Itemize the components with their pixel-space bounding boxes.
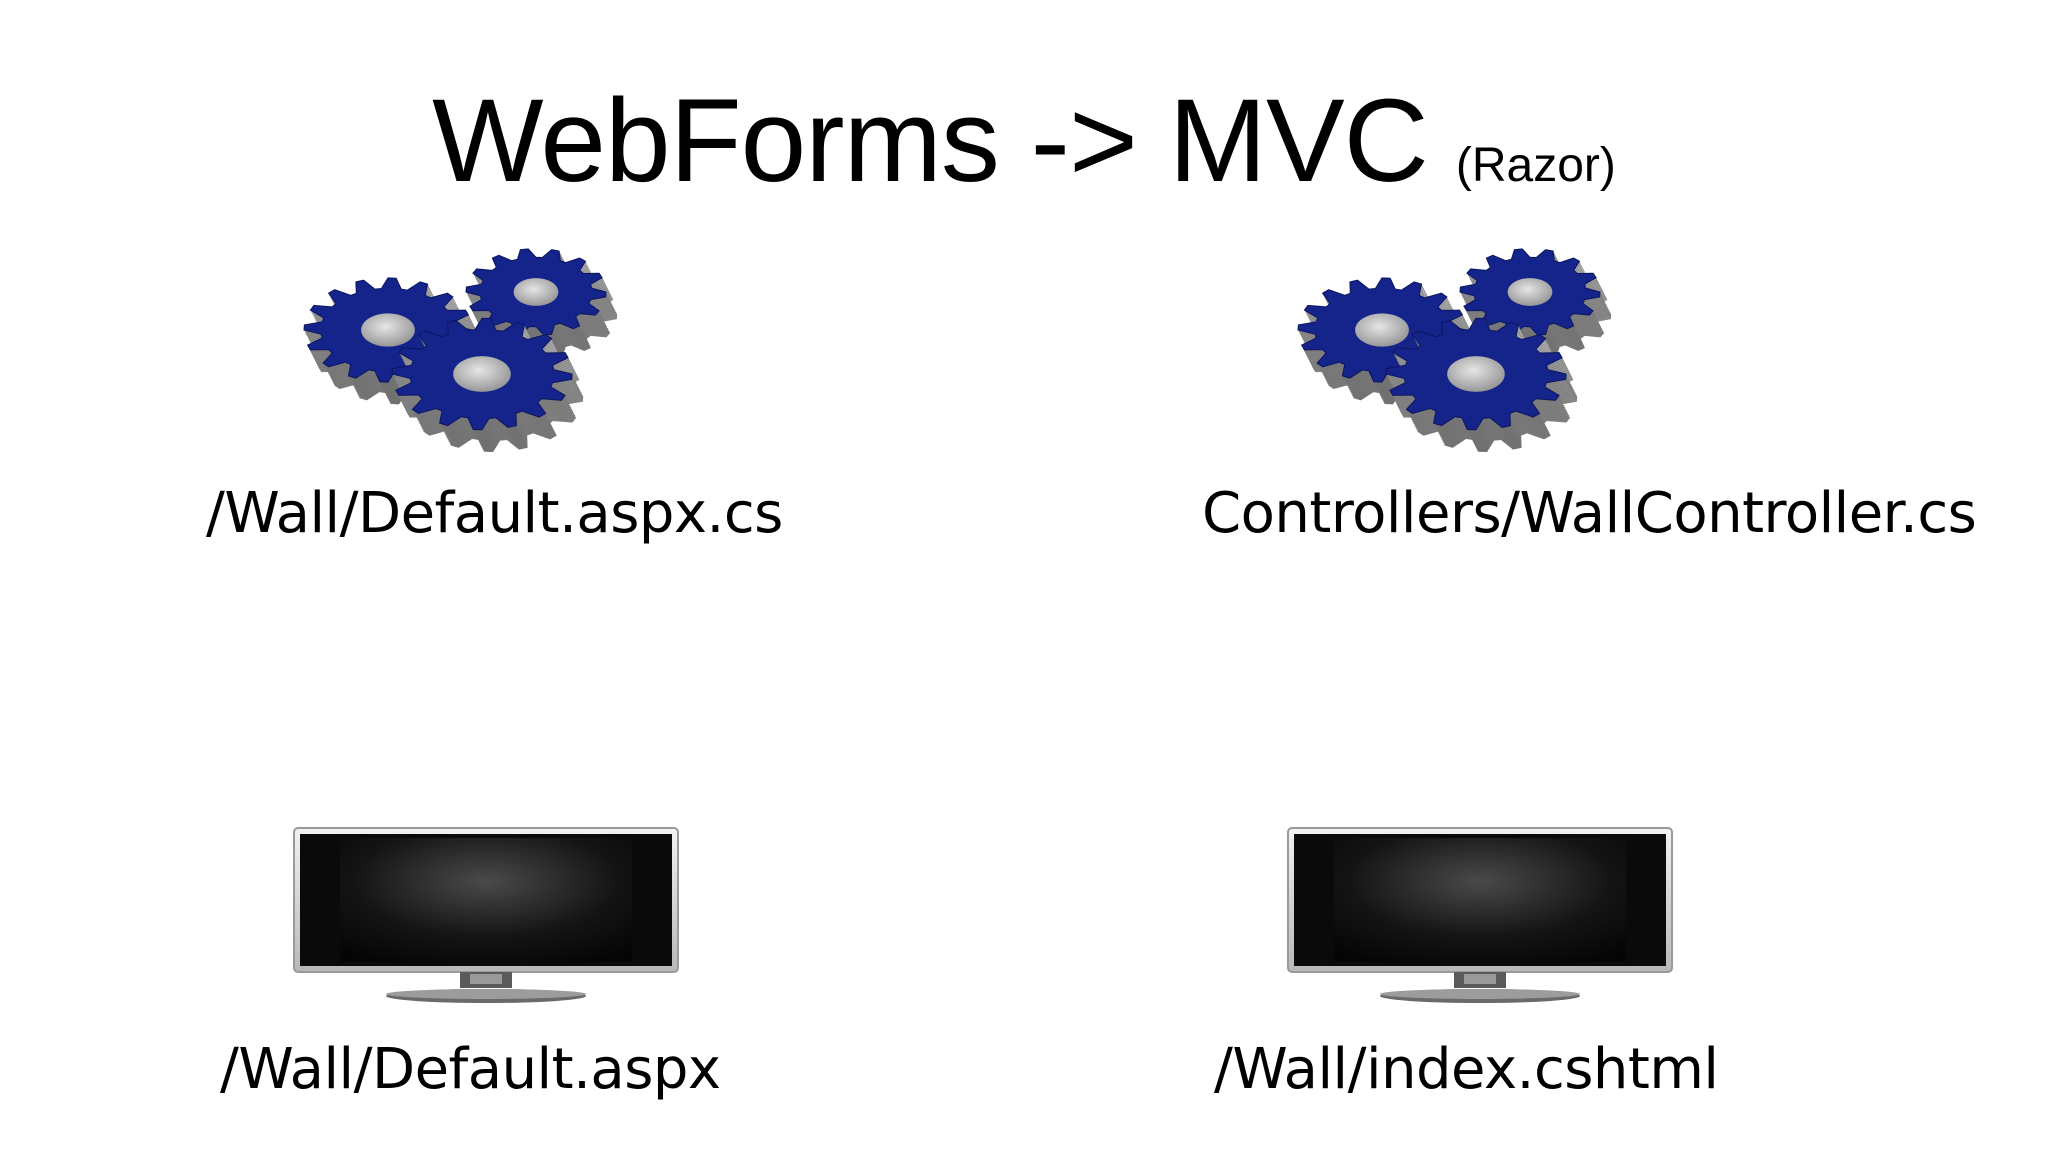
- monitor-icon: [1286, 826, 1678, 1008]
- monitor-icon: [292, 826, 684, 1008]
- title-text: WebForms -> MVC: [432, 75, 1429, 207]
- title-suffix: (Razor): [1455, 139, 1616, 192]
- slide-title: WebForms -> MVC(Razor): [0, 82, 2048, 200]
- gear-hole: [1447, 356, 1505, 392]
- mvc-controller-label: Controllers/WallController.cs: [1202, 481, 1977, 546]
- webforms-code-label: /Wall/Default.aspx.cs: [206, 481, 783, 546]
- gear-hole: [1507, 278, 1553, 306]
- gear-hole: [513, 278, 559, 306]
- gear-hole: [453, 356, 511, 392]
- mvc-view-label: /Wall/index.cshtml: [1214, 1037, 1719, 1102]
- gear-hole: [1355, 313, 1409, 347]
- gears-icon: [1274, 232, 1654, 468]
- gear-hole: [361, 313, 415, 347]
- webforms-view-label: /Wall/Default.aspx: [220, 1037, 721, 1102]
- gears-icon: [280, 232, 660, 468]
